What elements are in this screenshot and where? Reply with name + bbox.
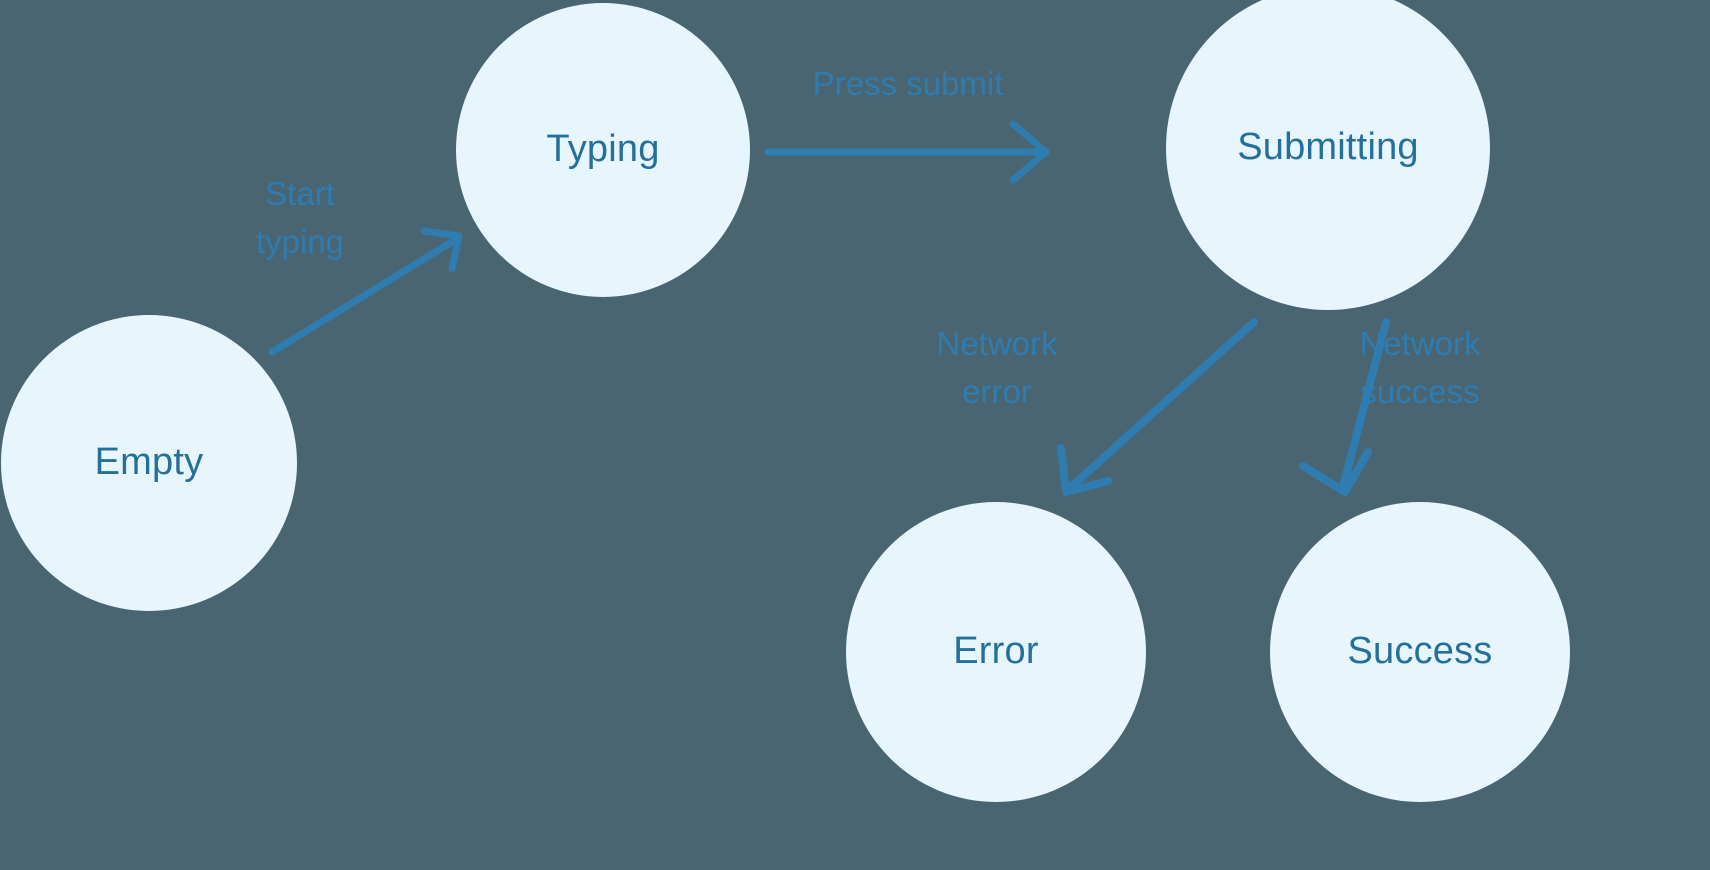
edge-empty-to-typing bbox=[268, 227, 463, 356]
state-node-empty[interactable]: Empty bbox=[1, 315, 297, 611]
edge-submitting-to-success bbox=[1299, 318, 1390, 496]
state-node-typing[interactable]: Typing bbox=[456, 3, 750, 297]
state-node-submitting-label: Submitting bbox=[1237, 126, 1419, 169]
edge-typing-to-submitting bbox=[764, 120, 1050, 184]
state-node-error[interactable]: Error bbox=[846, 502, 1146, 802]
state-node-submitting[interactable]: Submitting bbox=[1166, 0, 1490, 310]
state-node-error-label: Error bbox=[953, 630, 1039, 673]
edge-submitting-to-error bbox=[1057, 318, 1258, 496]
state-node-typing-label: Typing bbox=[546, 128, 660, 171]
state-node-success-label: Success bbox=[1347, 630, 1493, 673]
state-node-empty-label: Empty bbox=[94, 441, 204, 484]
state-node-success[interactable]: Success bbox=[1270, 502, 1570, 802]
